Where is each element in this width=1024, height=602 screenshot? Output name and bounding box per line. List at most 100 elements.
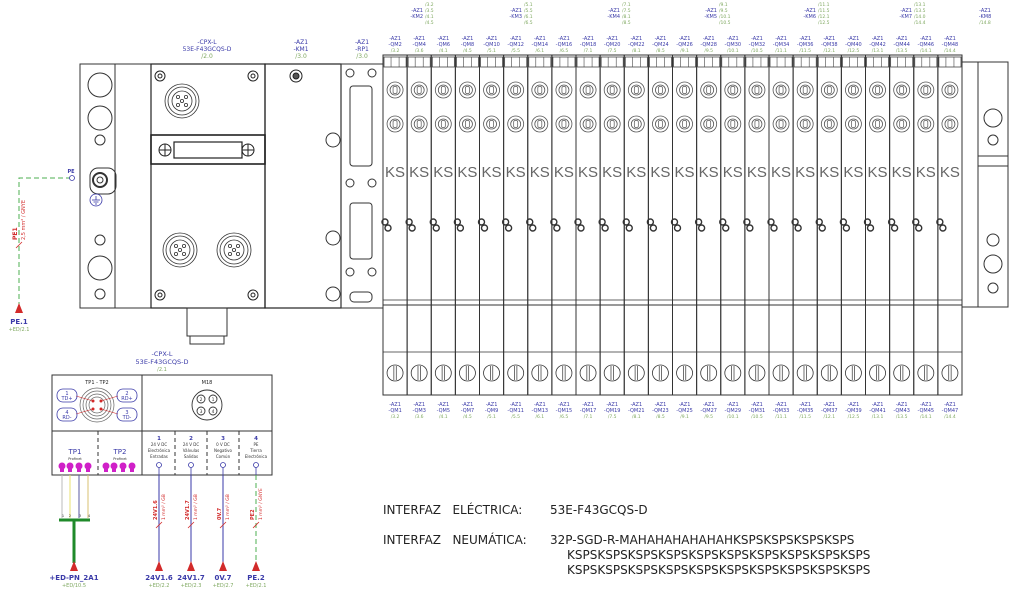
m18-socket-icon [191,389,223,421]
valve-label: -AZ1-QM40/12.5 [845,36,862,54]
valve-slice[interactable]: KS [887,54,915,396]
wire-target[interactable]: 24V1.6 [145,574,173,582]
valve-label: -AZ1-QM24/8.5 [652,36,669,54]
screw-icon [724,364,742,382]
valve-slice[interactable]: KS [622,54,649,396]
coil-pin-icon [574,218,582,226]
cpx-screws [154,69,303,301]
valve-label: -AZ1-QM27/9.5 [700,402,717,420]
manual-override-icon [820,81,838,99]
valve-slice[interactable]: KS [912,54,939,396]
valve-label: -AZ1-QM4/3.6 [412,36,425,54]
screw-icon [483,364,500,382]
screw-icon [748,364,766,382]
valve-slice[interactable]: KS [694,54,722,396]
svg-text:/9.5: /9.5 [704,414,713,420]
valve-header-block [745,56,769,68]
valve-slice[interactable]: KS [719,54,746,396]
valve-slice[interactable]: KS [429,54,456,396]
valve-slice[interactable]: KS [550,54,577,396]
svg-text:-AZ1: -AZ1 [823,36,835,42]
coil-pin-icon [453,218,462,226]
tp-pin-dots [91,399,103,411]
pin-1-badge [56,388,78,403]
profinet-pin-icon [102,462,110,472]
valve-top-labels: -AZ1-QM2/3.2-AZ1-QM4/3.6-AZ1-QM6/4.1-AZ1… [388,36,958,54]
screw-icon [796,364,814,382]
svg-text:-AZ1: -AZ1 [582,36,594,42]
svg-text:-QM39: -QM39 [845,408,862,414]
valve-label: -AZ1-QM36/11.5 [797,36,814,54]
valve-label: -AZ1-QM43/13.5 [893,402,910,420]
bus-target-ref: +ED/10.5 [62,583,86,589]
valve-code: KS [457,164,477,181]
valve-slice[interactable]: KS [405,54,432,396]
valve-code: KS [554,164,574,181]
svg-text:/12.5: /12.5 [848,414,860,420]
valve-slice[interactable]: KS [381,54,408,396]
svg-text:/10.5: /10.5 [719,20,731,26]
m18-pin: 2 [200,397,203,403]
svg-text:/13.1: /13.1 [914,2,926,8]
svg-text:-QM24: -QM24 [652,42,669,48]
arrow-up-icon [70,561,78,571]
valve-header-block [504,56,528,68]
valve-slice[interactable]: KS [791,54,818,396]
valve-slice[interactable]: KS [526,54,553,396]
valve-slice[interactable]: KS [936,54,963,396]
wire-target[interactable]: 24V1.7 [177,574,205,582]
valve-slice[interactable]: KS [839,54,866,396]
valve-slice[interactable]: KS [477,54,505,396]
svg-text:-QM4: -QM4 [412,42,425,48]
valve-base [527,304,553,396]
svg-text:/13.1: /13.1 [872,414,884,420]
svg-text:/12.1: /12.1 [818,14,830,20]
valve-slice[interactable]: KS [767,54,794,396]
valve-slice[interactable]: KS [598,54,625,396]
pe-target-label[interactable]: PE.1 [10,318,28,326]
valve-slice[interactable]: KS [501,54,529,396]
valve-code: KS [723,164,743,181]
wire-num: 3 [79,514,81,518]
svg-text:-AZ1: -AZ1 [896,36,908,42]
valve-slice[interactable]: KS [453,54,480,396]
svg-text:-AZ1: -AZ1 [437,402,449,408]
manual-override-icon [676,115,693,133]
svg-text:-AZ1: -AZ1 [606,36,618,42]
valve-slice[interactable]: KS [574,54,601,396]
svg-text:-AZ1: -AZ1 [486,36,498,42]
valve-label: -AZ1-QM19/7.5 [604,402,621,420]
svg-text:/5.1: /5.1 [524,2,533,8]
valve-slice[interactable]: KS [670,54,698,396]
m18-pin: 4 [212,409,215,415]
svg-text:-AZ1: -AZ1 [630,402,642,408]
valve-slice[interactable]: KS [743,54,770,396]
arrow-up-icon [15,303,23,313]
valve-slice[interactable]: KS [863,54,891,396]
bus-target-label[interactable]: +ED-PN_2A1 [49,574,98,582]
svg-text:-AZ1: -AZ1 [944,402,956,408]
valve-slice[interactable]: KS [815,54,842,396]
wire-target[interactable]: 0V.7 [215,574,232,582]
svg-text:-QM44: -QM44 [893,42,910,48]
manual-override-icon [772,81,790,99]
valve-slice[interactable]: KS [646,54,673,396]
valve-label: -AZ1-QM46/14.1 [918,36,935,54]
manual-override-icon [386,115,404,133]
svg-text:-AZ1: -AZ1 [799,402,811,408]
svg-text:/11.5: /11.5 [799,48,811,54]
km1-label: -AZ1 -KM1 /3.0 [293,39,308,60]
screw-icon [652,364,669,382]
tp-pin-lines [75,395,119,415]
svg-text:-QM7: -QM7 [461,408,474,414]
manual-override-icon [531,81,549,99]
wire-target[interactable]: PE.2 [247,574,265,582]
valve-base [768,304,794,396]
valve-code: KS [916,164,936,181]
valve-base [599,304,625,396]
